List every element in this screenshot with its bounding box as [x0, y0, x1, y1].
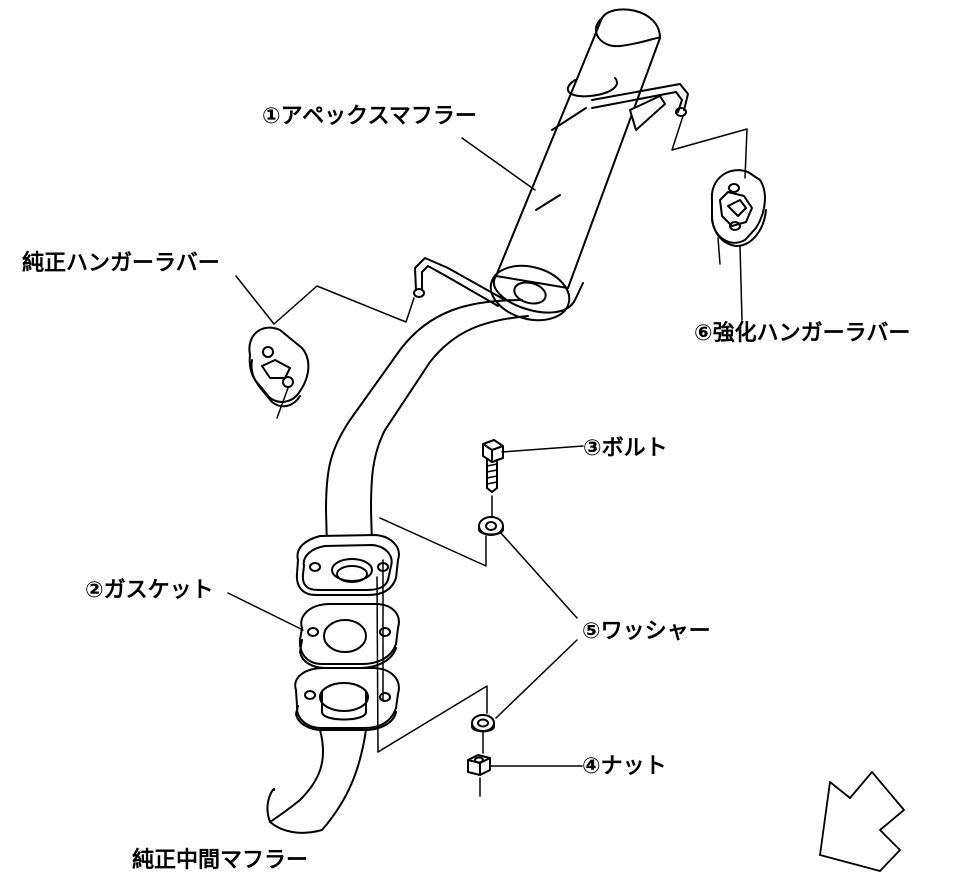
label-nut: ④ナット	[582, 754, 667, 779]
label-original-hanger-rubber: 純正ハンガーラバー	[22, 251, 220, 276]
label-washer: ⑤ワッシャー	[582, 619, 711, 644]
muffler-hanger-rod-right	[591, 83, 689, 131]
gasket	[298, 603, 400, 669]
original-hanger-rubber	[248, 326, 310, 408]
label-reinforced-hanger-rubber: ⑥強化ハンガーラバー	[694, 321, 911, 346]
original-mid-flange	[294, 667, 400, 731]
upper-washer	[478, 516, 504, 536]
apex-muffler	[489, 8, 661, 322]
muffler-hanger-rod-left	[413, 257, 506, 307]
front-direction-arrow-icon	[819, 771, 905, 872]
reinforced-hanger-rubber	[710, 169, 767, 247]
leader-lines	[227, 115, 748, 797]
label-bolt: ③ボルト	[583, 436, 668, 461]
nut	[467, 754, 491, 776]
bolt	[482, 439, 504, 493]
muffler-flange	[295, 534, 400, 596]
label-gasket: ②ガスケット	[85, 578, 214, 603]
label-apex-muffler: ①アペックスマフラー	[262, 104, 477, 129]
original-mid-pipe	[266, 729, 367, 834]
lower-washer	[471, 714, 495, 733]
label-original-mid-muffler: 純正中間マフラー	[132, 848, 309, 873]
